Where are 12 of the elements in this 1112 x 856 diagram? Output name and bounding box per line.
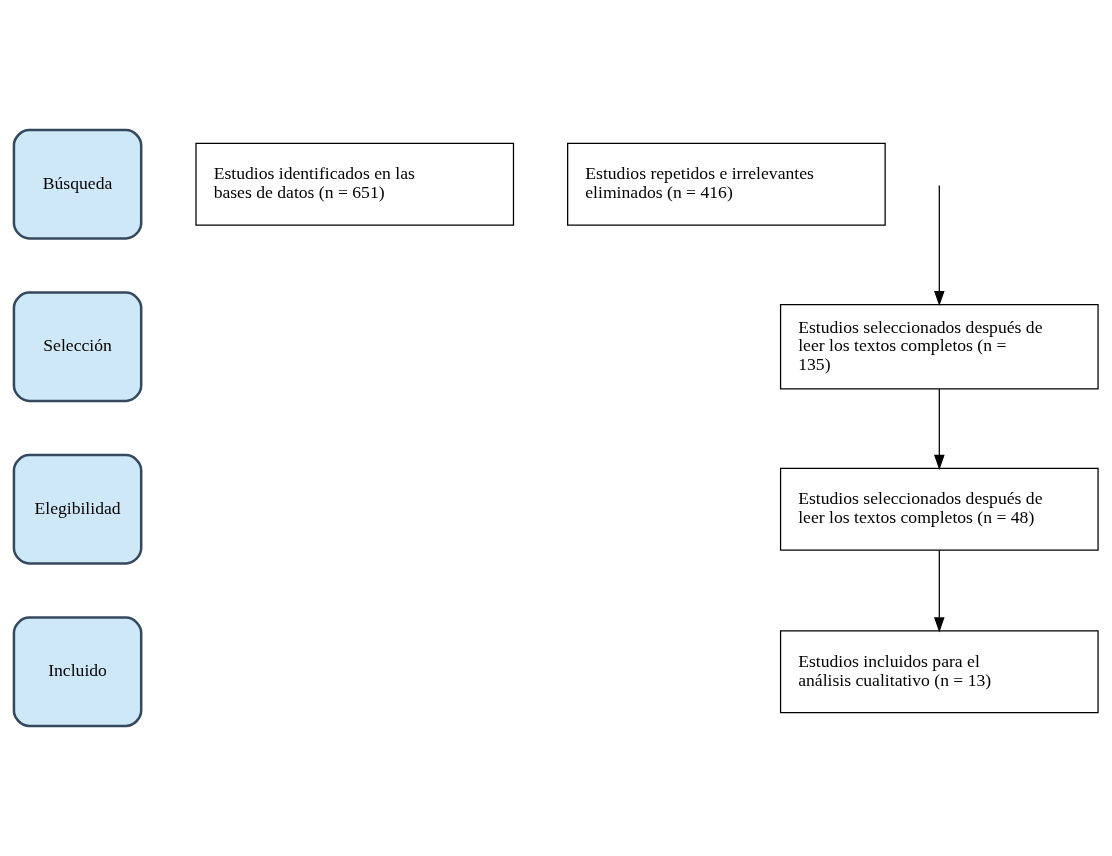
- node-box: Estudios seleccionados después de leer los textos completos (n = 135): [779, 303, 1099, 390]
- arrow: [934, 388, 945, 470]
- node-box: Estudios incluidos para el análisis cualitativo (n = 13): [779, 630, 1099, 714]
- arrow: [934, 184, 945, 307]
- node-box: Elegibilidad: [12, 453, 143, 565]
- node-box: Estudios identificados en las bases de datos (n = 651): [195, 142, 515, 226]
- arrow: [934, 549, 945, 633]
- node-box: Estudios repetidos e irrelevantes eliminados (n = 416): [567, 142, 886, 226]
- node-box: Búsqueda: [12, 128, 143, 240]
- node-box: Incluido: [12, 616, 143, 728]
- node-box: Estudios seleccionados después de leer los textos completos (n = 48): [779, 467, 1099, 551]
- node-box: Selección: [12, 291, 143, 403]
